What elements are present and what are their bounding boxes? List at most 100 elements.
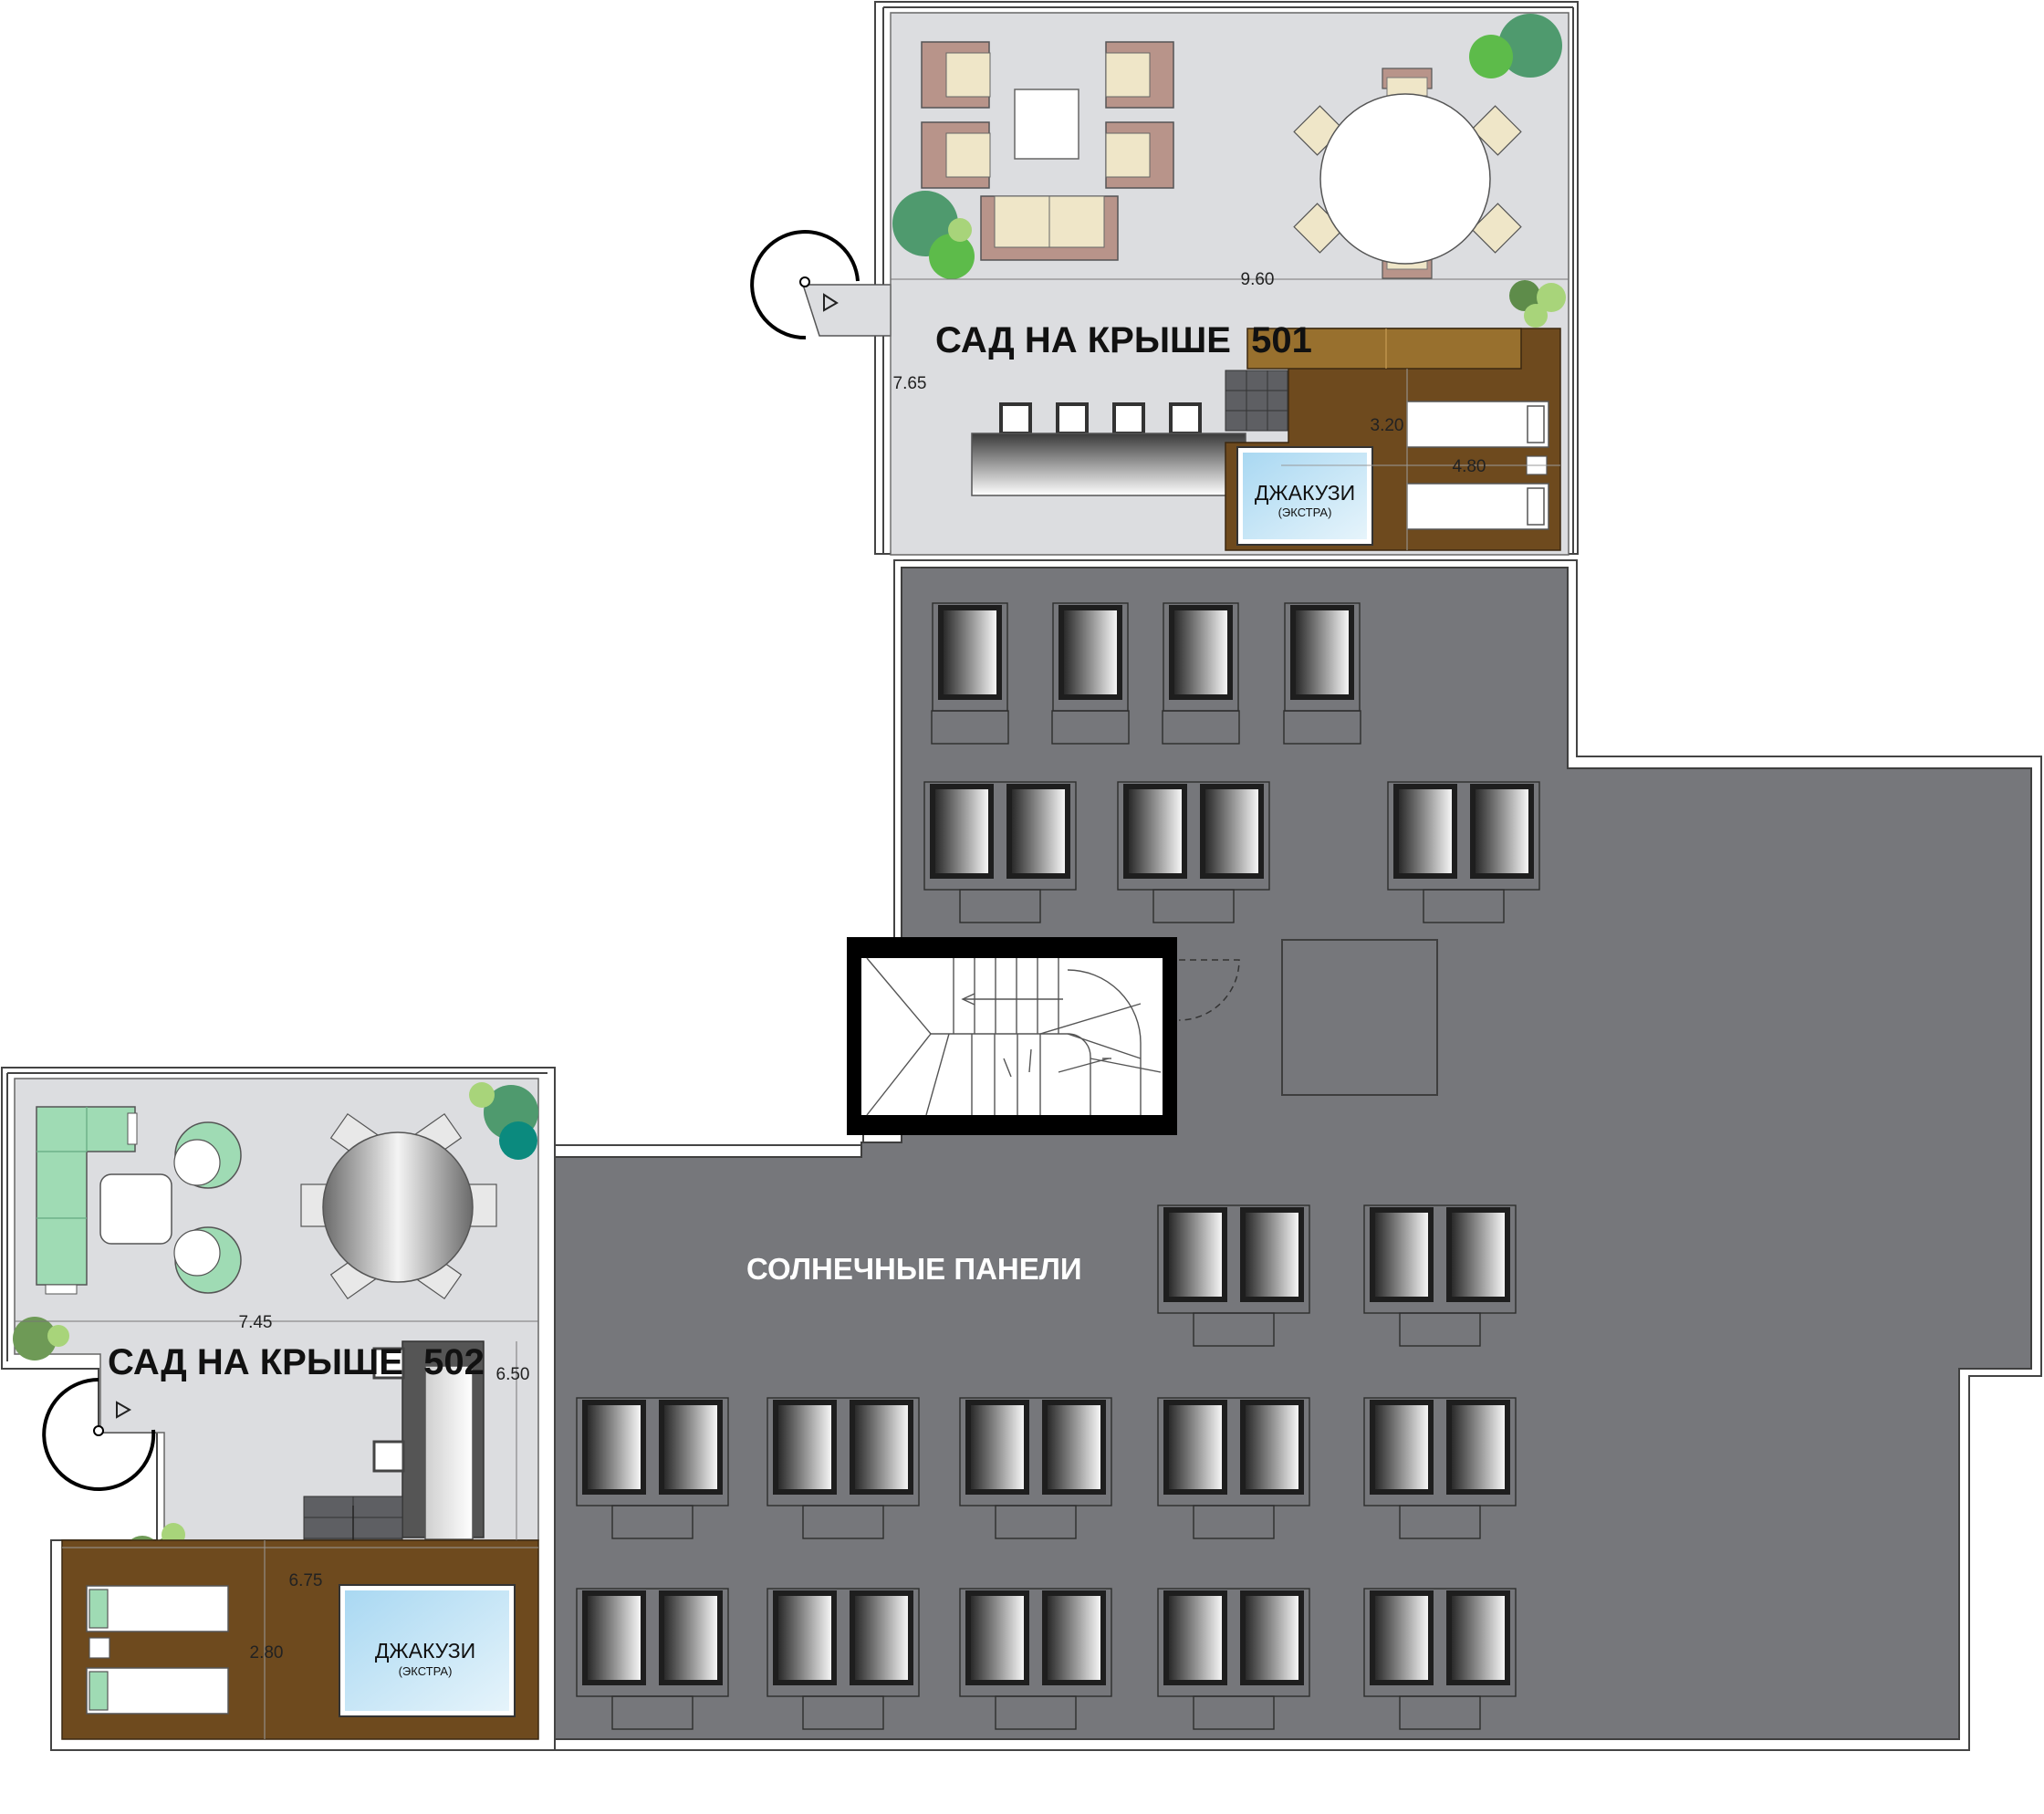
panel-cell xyxy=(1296,610,1349,694)
jacuzzi-water xyxy=(1243,453,1367,539)
panel-cell xyxy=(664,1596,717,1680)
entry-platform-501 xyxy=(801,284,892,337)
panel-cell xyxy=(1452,1596,1505,1680)
stair-core-floor xyxy=(861,958,1163,1115)
panel-cell xyxy=(1452,1213,1505,1297)
panel-base xyxy=(802,1505,884,1539)
dimension-label: 9.60 xyxy=(1241,270,1275,289)
door-hinge xyxy=(93,1425,104,1436)
panel-cell xyxy=(1048,1405,1100,1489)
solar-panel-icon xyxy=(923,781,1077,923)
door-triangle-icon xyxy=(823,293,839,312)
panel-cell xyxy=(1064,610,1117,694)
panel-cell xyxy=(1205,789,1258,873)
panel-cell xyxy=(1174,610,1227,694)
sun-lounger xyxy=(86,1667,229,1715)
panel-base xyxy=(611,1505,694,1539)
solar-panel-icon xyxy=(1157,1588,1310,1730)
staircase-icon xyxy=(866,957,1162,1116)
armchair-cushion xyxy=(945,52,991,98)
panel-base xyxy=(1399,1695,1481,1730)
panel-cell xyxy=(971,1405,1024,1489)
steps-501 xyxy=(1225,370,1288,432)
sun-lounger xyxy=(86,1585,229,1632)
panel-cell xyxy=(1375,1596,1428,1680)
panel-cell xyxy=(588,1405,641,1489)
panel-base xyxy=(995,1695,1077,1730)
panel-base xyxy=(611,1695,694,1730)
panel-cell xyxy=(855,1405,908,1489)
sun-lounger xyxy=(1406,483,1549,530)
sun-lounger-head xyxy=(89,1589,109,1629)
panel-base xyxy=(1193,1505,1275,1539)
panel-cell xyxy=(971,1596,1024,1680)
solar-panel-icon xyxy=(1363,1588,1517,1730)
door-triangle-icon xyxy=(116,1401,132,1419)
dining-chair-seat xyxy=(1386,77,1428,97)
armchair-cushion xyxy=(1105,132,1151,178)
dimension-label: 2.80 xyxy=(250,1643,284,1663)
tree-icon xyxy=(13,1317,57,1360)
sofa-arm xyxy=(127,1112,138,1145)
sofa-arm xyxy=(45,1284,78,1295)
panel-base xyxy=(1283,710,1361,745)
panel-base xyxy=(1193,1312,1275,1347)
solar-panel-icon xyxy=(1157,1204,1310,1347)
tree-icon xyxy=(929,234,975,279)
sun-lounger-head xyxy=(1527,405,1545,443)
dining-table xyxy=(1319,93,1491,265)
panel-cell xyxy=(1048,1596,1100,1680)
tree-icon xyxy=(1469,35,1513,78)
jacuzzi-water xyxy=(345,1590,509,1711)
coffee-table xyxy=(99,1173,172,1245)
panel-cell xyxy=(1375,1213,1428,1297)
bar-counter xyxy=(971,433,1246,496)
solar-panel-icon xyxy=(1051,602,1130,745)
terrace-501: ДЖАКУЗИ (ЭКСТРА) 9.60 7.65 3.20 4.80 САД… xyxy=(750,1,1579,556)
tree-icon xyxy=(1498,14,1562,78)
solar-panel-icon xyxy=(766,1588,920,1730)
garden-502-title: САД НА КРЫШЕ 502 xyxy=(108,1342,485,1382)
dining-chair xyxy=(1471,105,1522,156)
dining-set-501 xyxy=(1293,68,1522,279)
panel-base xyxy=(1193,1695,1275,1730)
solar-panel-icon xyxy=(576,1588,729,1730)
dimension-label: 7.45 xyxy=(239,1313,273,1332)
door-swing-icon xyxy=(750,230,860,340)
panel-cell xyxy=(1129,789,1182,873)
panel-base xyxy=(1051,710,1130,745)
panel-base xyxy=(995,1505,1077,1539)
panel-base xyxy=(959,889,1041,923)
panel-cell xyxy=(1169,1405,1222,1489)
panel-cell xyxy=(1246,1405,1298,1489)
dimension-label: 4.80 xyxy=(1453,457,1486,476)
solar-panel-icon xyxy=(1162,602,1240,745)
dimension-label: 6.75 xyxy=(289,1571,323,1590)
armchair-cushion xyxy=(945,132,991,178)
panel-cell xyxy=(1375,1405,1428,1489)
solar-panel-icon xyxy=(931,602,1009,745)
solar-roof xyxy=(543,559,2042,1751)
dining-table xyxy=(322,1131,474,1283)
panel-cell xyxy=(944,610,996,694)
panel-base xyxy=(1162,710,1240,745)
bar-stool xyxy=(372,1347,405,1380)
staircase xyxy=(847,937,1240,1135)
panel-base xyxy=(1152,889,1235,923)
panel-cell xyxy=(1012,789,1065,873)
jacuzzi-label-502: ДЖАКУЗИ xyxy=(375,1639,475,1663)
jacuzzi-sub-label-502: (ЭКСТРА) xyxy=(399,1664,453,1678)
sun-lounger-head xyxy=(89,1671,109,1711)
bar-stool xyxy=(1169,402,1202,435)
panel-base xyxy=(802,1695,884,1730)
sofa-cushion xyxy=(994,195,1050,248)
solar-panel-icon xyxy=(1117,781,1270,923)
solar-panel-icon xyxy=(1157,1397,1310,1539)
garden-501-title: САД НА КРЫШЕ 501 xyxy=(935,320,1312,360)
panel-base xyxy=(1423,889,1505,923)
sun-lounger-head xyxy=(1527,487,1545,526)
dimension-label: 6.50 xyxy=(496,1365,530,1384)
tree-icon xyxy=(469,1082,495,1108)
jacuzzi-label-501: ДЖАКУЗИ xyxy=(1255,481,1355,505)
